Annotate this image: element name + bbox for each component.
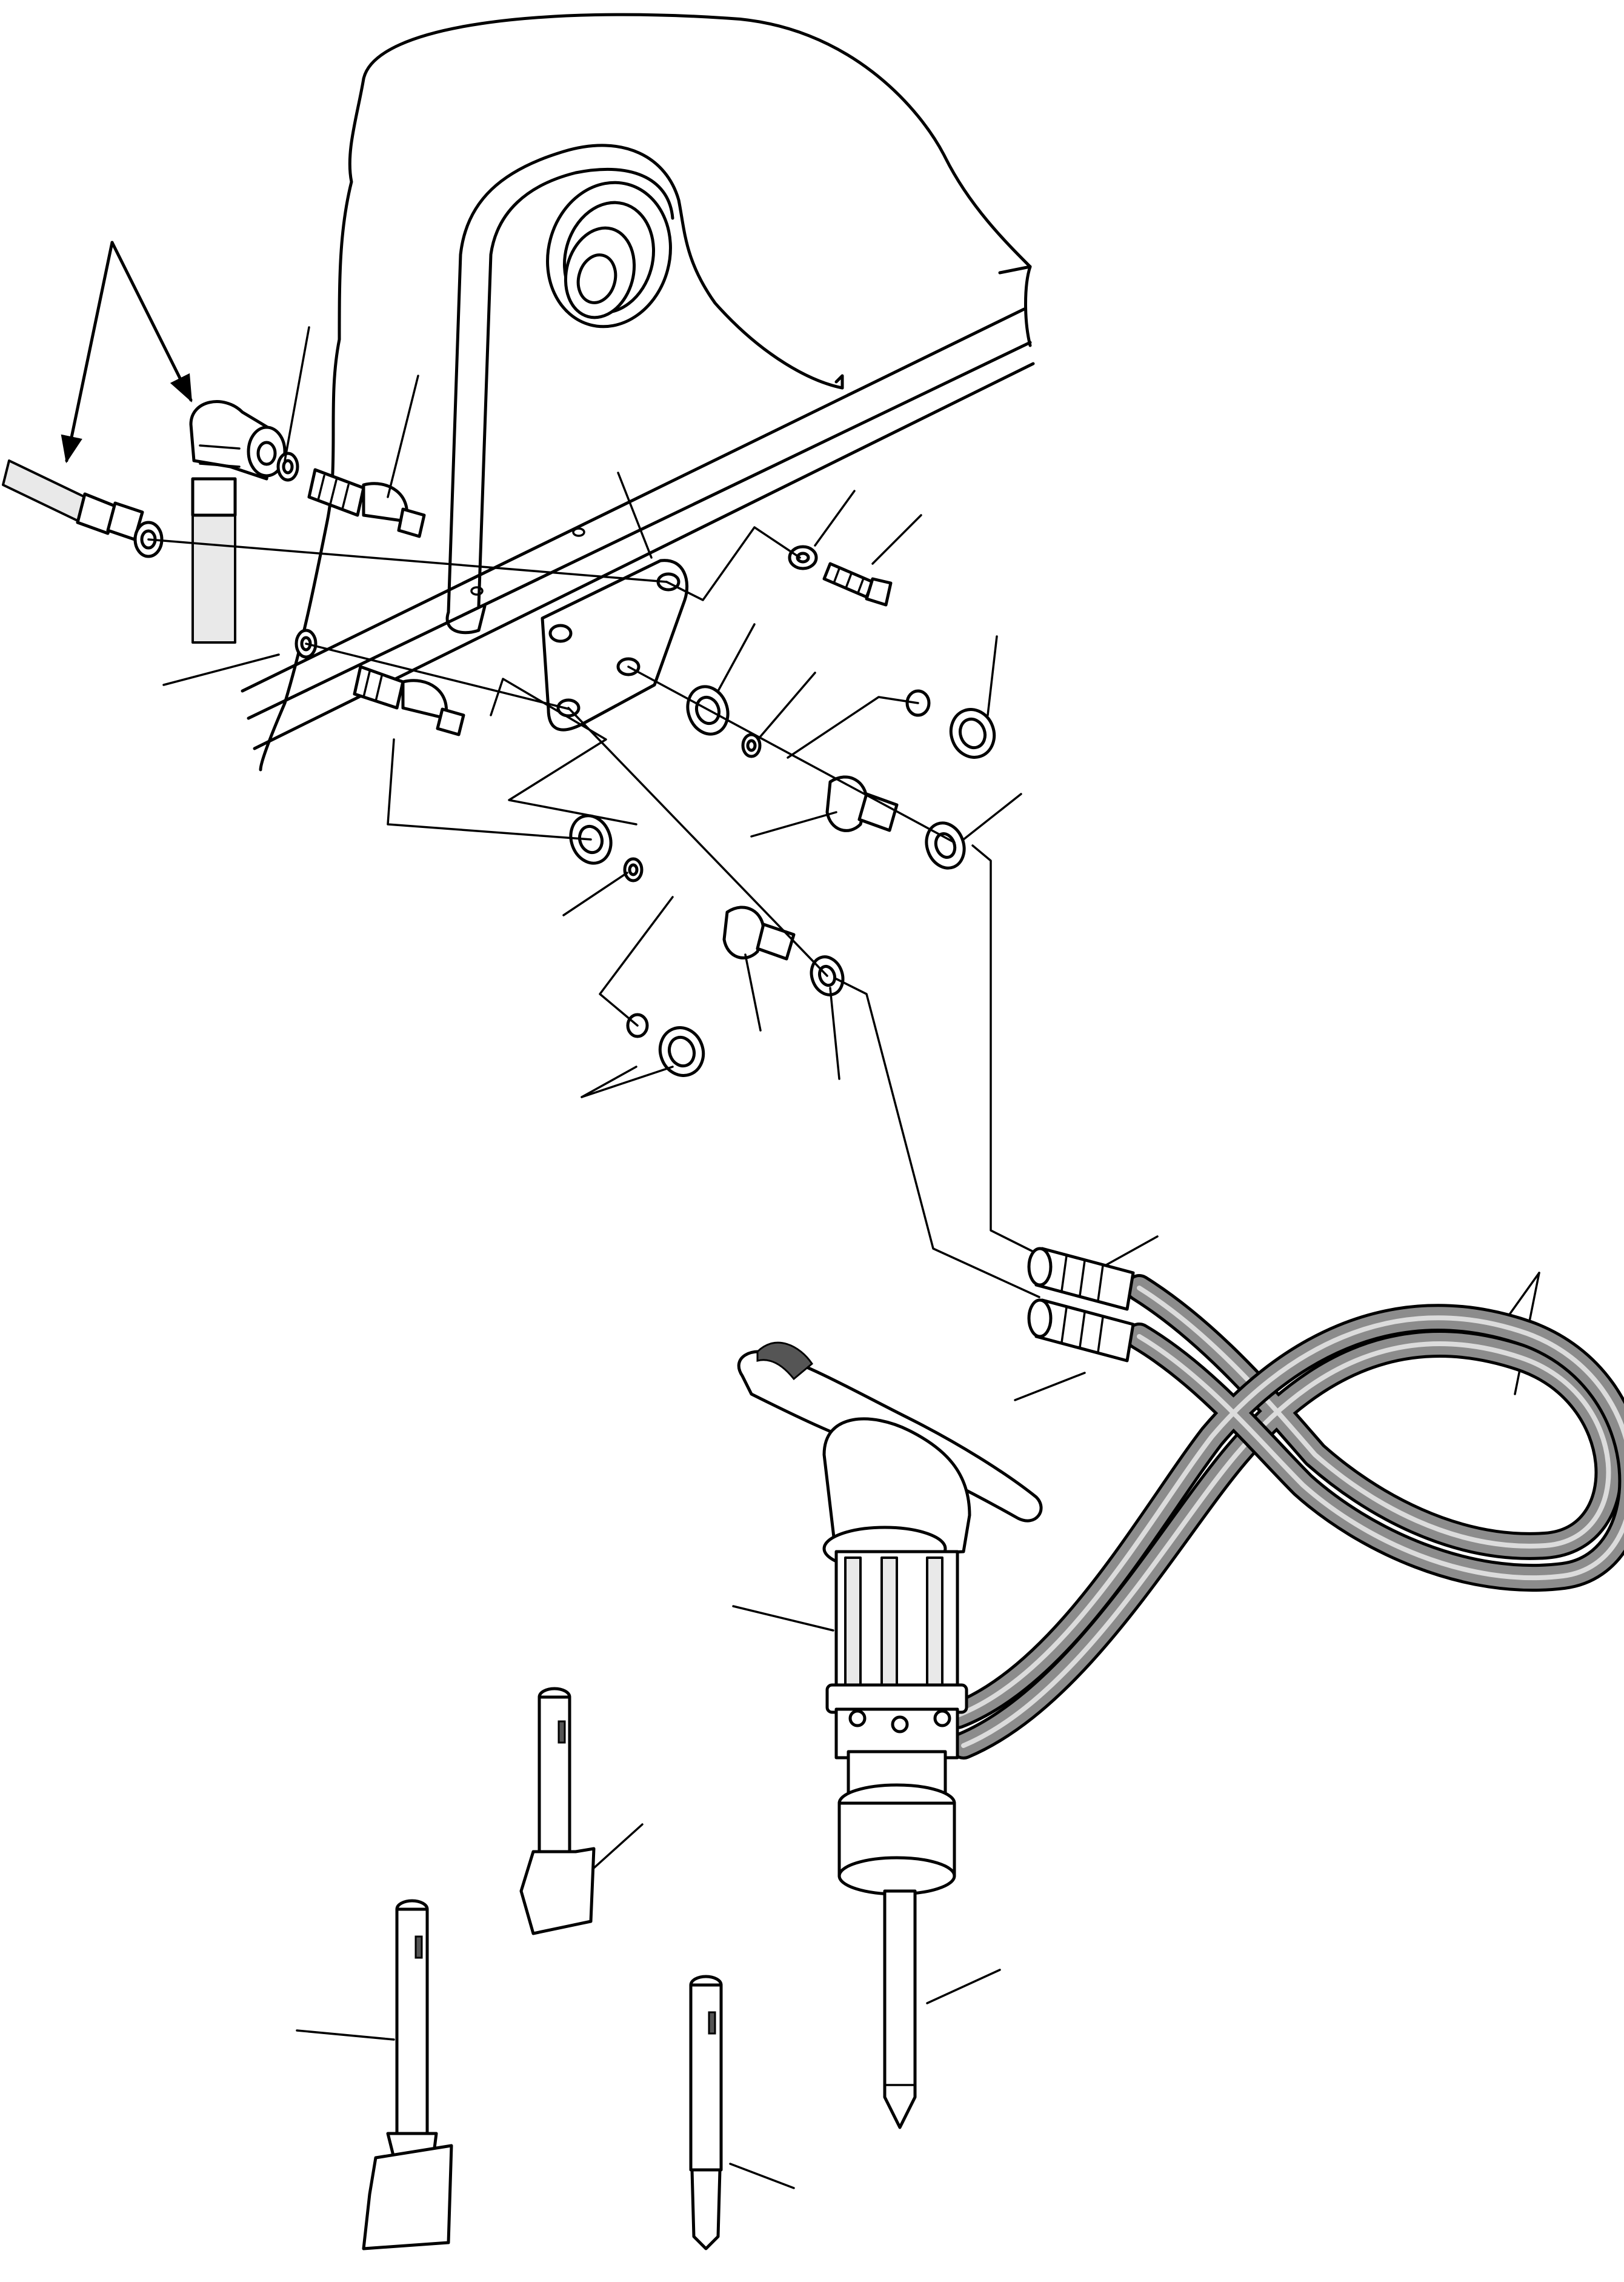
machine-frame xyxy=(241,13,1035,772)
left-branch-fittings xyxy=(569,814,845,1077)
breaker-tool xyxy=(737,1341,1043,2129)
tool-bit-wide-chisel xyxy=(362,1899,453,2250)
direction-arrows xyxy=(61,241,193,464)
elbow-fitting xyxy=(189,400,287,644)
lower-connector xyxy=(295,629,465,736)
tool-bit-flat-chisel xyxy=(519,1687,596,1935)
quick-couplers xyxy=(1027,1247,1135,1363)
explode-lines xyxy=(147,526,1040,1298)
mounting-plate xyxy=(541,559,689,732)
bolt-and-washer xyxy=(788,545,893,607)
hydraulic-hoses xyxy=(943,1274,1624,1760)
leader-lines xyxy=(162,326,1540,2189)
left-hose-connection xyxy=(2,459,164,558)
right-branch-fittings xyxy=(686,685,996,870)
tool-bit-moil-point xyxy=(689,1975,723,2250)
upper-connector xyxy=(276,452,426,538)
